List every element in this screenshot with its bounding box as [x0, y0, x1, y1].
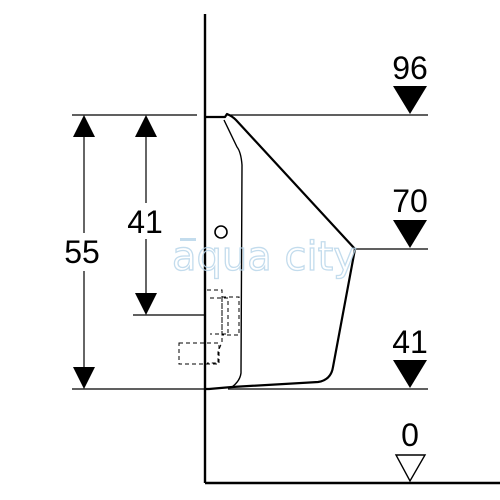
dimension-label-55: 55 [64, 234, 100, 270]
dimension-overall-height: 55 [56, 115, 108, 389]
arrow-down-55 [73, 367, 95, 389]
level-marker-41: 41 [392, 324, 428, 388]
level-41-triangle-icon [393, 360, 427, 388]
arrow-up-41 [135, 115, 157, 137]
arrow-down-41 [135, 293, 157, 315]
siphon-outline [207, 289, 223, 364]
inlet-connection-circle [214, 225, 228, 239]
level-96-triangle-icon [393, 86, 427, 114]
outlet-pipe [178, 342, 220, 365]
level-marker-0: 0 [394, 417, 427, 483]
drain-connector [221, 296, 240, 336]
level-label-41: 41 [392, 324, 428, 360]
watermark: aqua city [171, 233, 357, 280]
level-label-96: 96 [392, 50, 428, 86]
urinal-inner-contour [223, 119, 243, 388]
dimension-outlet-height: 41 [120, 115, 172, 315]
level-marker-96: 96 [392, 50, 428, 114]
level-70-triangle-icon [393, 220, 427, 248]
level-marker-70: 70 [392, 183, 428, 248]
dimension-label-41: 41 [127, 204, 163, 240]
level-label-70: 70 [392, 183, 428, 219]
level-0-outline-triangle-icon [394, 454, 427, 483]
watermark-text: aqua city [172, 234, 357, 280]
siphon-chamber [210, 297, 229, 335]
arrow-up-55 [73, 115, 95, 137]
level-label-0: 0 [401, 417, 419, 453]
